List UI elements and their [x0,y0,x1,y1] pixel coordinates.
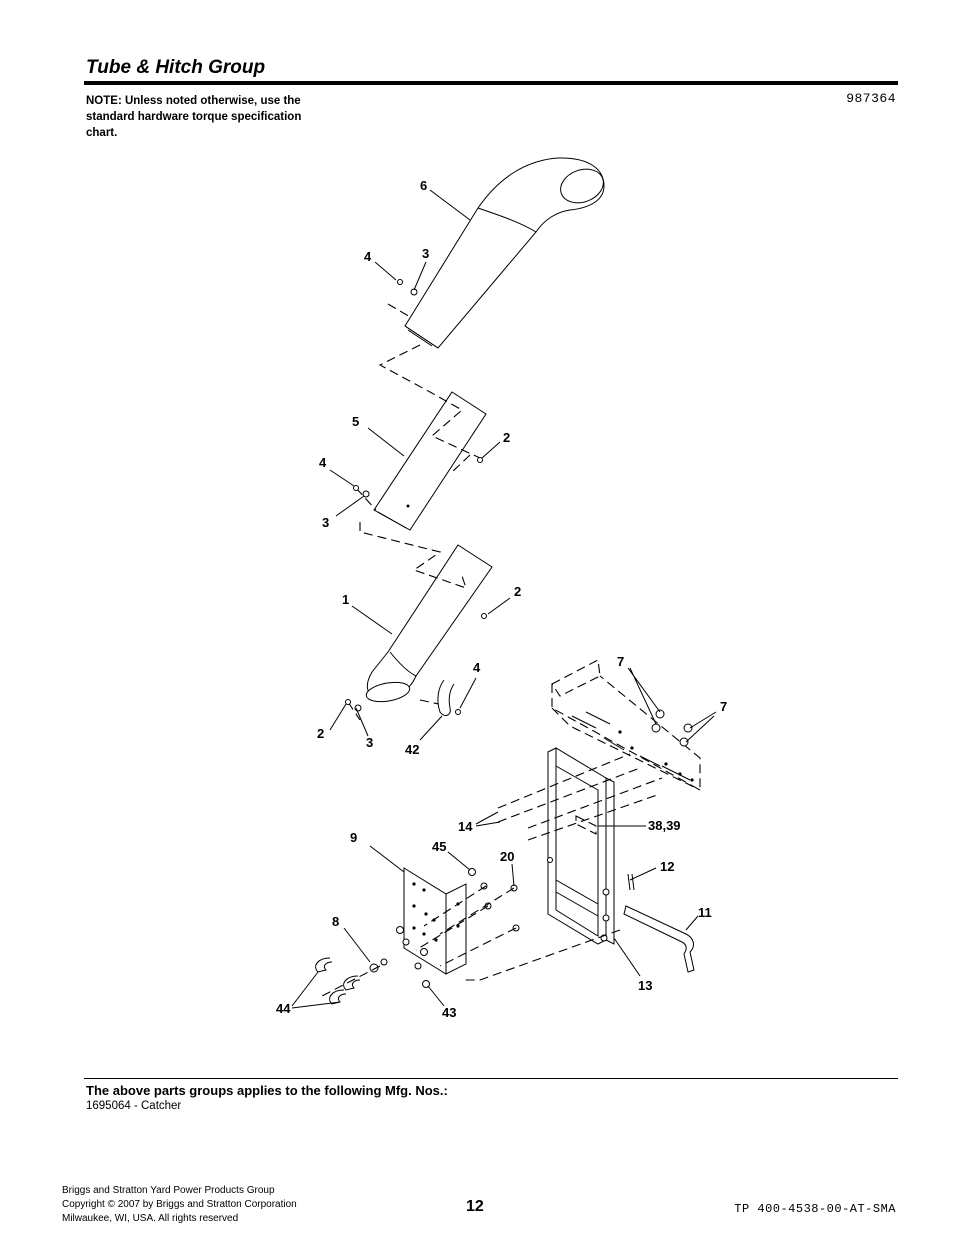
callout-3: 3 [322,515,329,530]
callout-4: 4 [364,249,372,264]
callout-4: 4 [473,660,481,675]
callout-13: 13 [638,978,652,993]
callout-20: 20 [500,849,514,864]
callout-7: 7 [720,699,727,714]
title-rule [84,81,898,85]
part-6-elbow-tube [404,157,605,349]
callout-1: 1 [342,592,349,607]
part-42-hook [437,679,455,716]
callout-38-39: 38,39 [648,818,681,833]
callout-42: 42 [405,742,419,757]
callout-labels: 6 4 3 5 2 4 3 1 2 4 2 3 42 7 7 14 38,39 … [276,178,727,1020]
part-1-lower-tube [365,544,493,703]
callout-7: 7 [617,654,624,669]
callout-6: 6 [420,178,427,193]
part-44-u-bolts [315,957,361,1005]
tp-number: TP 400-4538-00-AT-SMA [734,1202,896,1216]
footer-location: Milwaukee, WI, USA. All rights reserved [62,1213,239,1224]
callout-3: 3 [422,246,429,261]
tube-assembly-lines [359,344,481,589]
callout-3: 3 [366,735,373,750]
part-13-upright-frame [547,747,615,945]
callout-2: 2 [514,584,521,599]
mfg-applies-title: The above parts groups applies to the fo… [86,1083,448,1098]
part-5-middle-tube [373,391,487,531]
callout-11: 11 [698,905,712,920]
callout-9: 9 [350,830,357,845]
torque-note: NOTE: Unless noted otherwise, use the st… [86,95,302,139]
diagram-number: 987364 [846,91,896,106]
callout-8: 8 [332,914,339,929]
part-11-pin [623,905,695,973]
callout-44: 44 [276,1001,291,1016]
leader-lines [291,189,717,1009]
part-7-bracket [551,659,701,791]
part-12-clip [627,873,635,891]
callout-2: 2 [317,726,324,741]
part-9-mounting-plate [403,867,467,975]
footer-company-name: Briggs and Stratton Yard Power Products … [62,1185,275,1196]
footer-copyright: Copyright © 2007 by Briggs and Stratton … [62,1199,297,1210]
callout-4: 4 [319,455,327,470]
page-title: Tube & Hitch Group [86,57,266,78]
callout-2: 2 [503,430,510,445]
callout-45: 45 [432,839,446,854]
callout-14: 14 [458,819,473,834]
section-rule [84,1078,898,1079]
callout-43: 43 [442,1005,456,1020]
callout-5: 5 [352,414,359,429]
footer-company-info: Briggs and Stratton Yard Power Products … [62,1184,322,1226]
page-number: 12 [466,1198,484,1215]
part-7-nuts [651,709,693,747]
callout-12: 12 [660,859,674,874]
mfg-number-item: 1695064 - Catcher [86,1100,182,1112]
